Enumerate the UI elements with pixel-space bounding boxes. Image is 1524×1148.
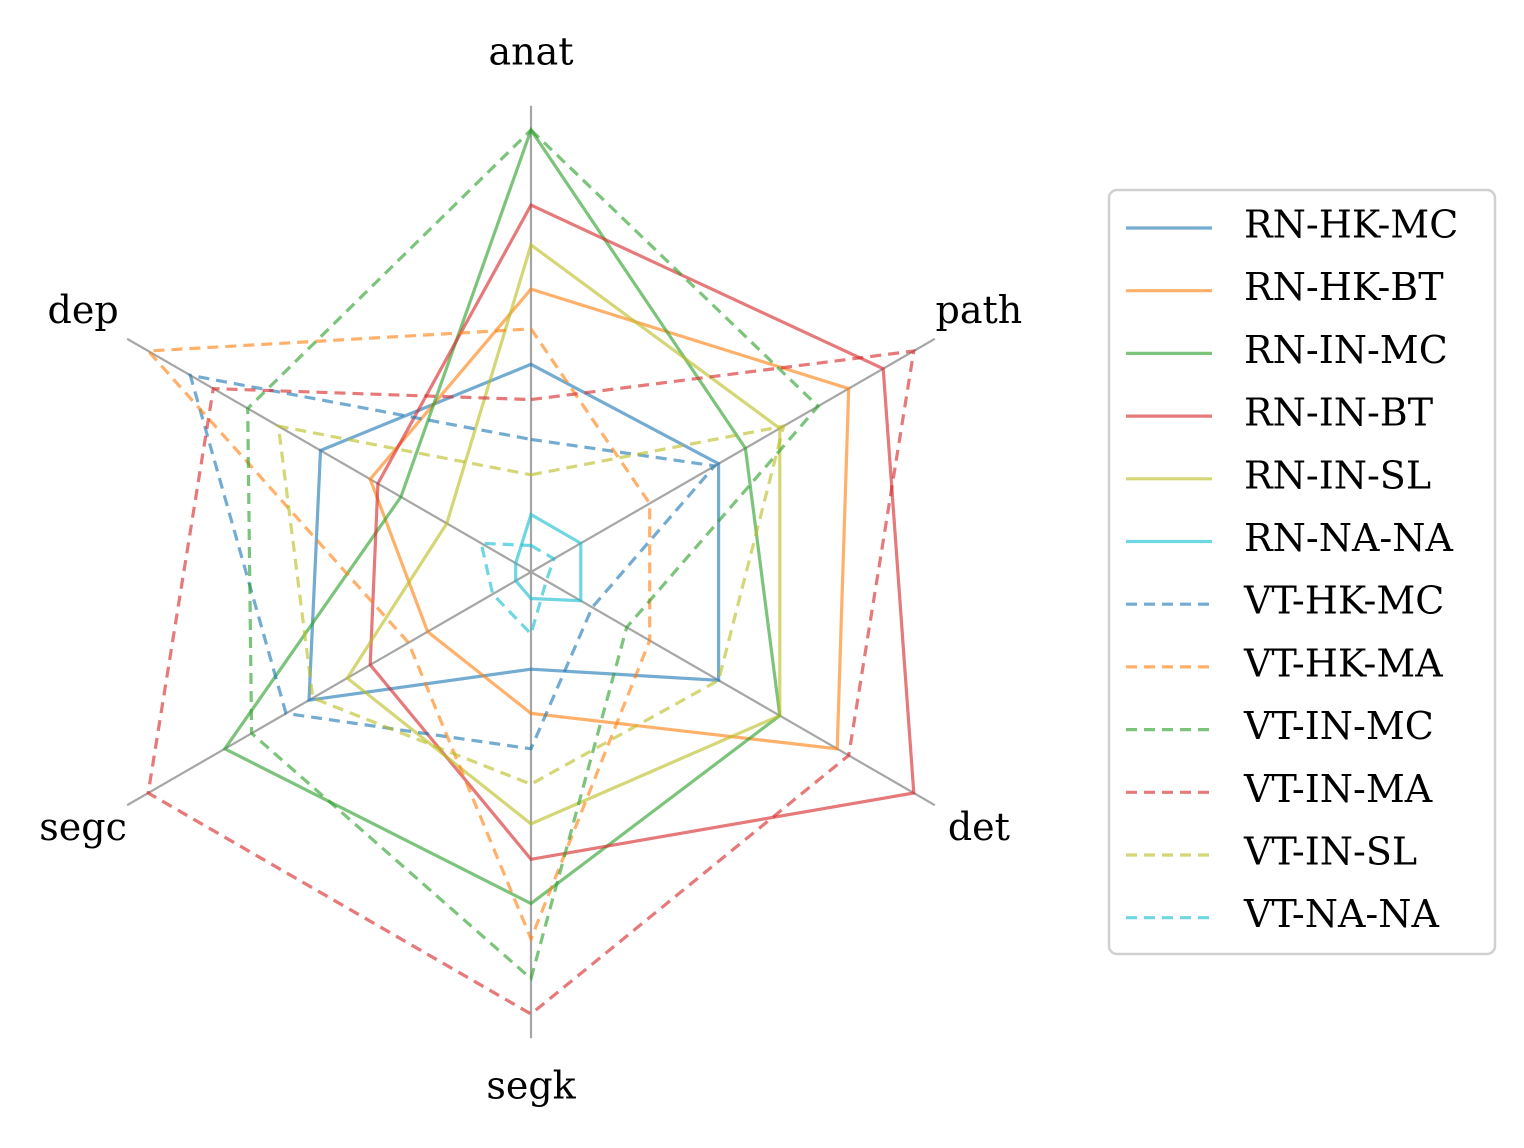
legend-label-rn-na-na: RN-NA-NA: [1244, 516, 1453, 560]
legend-item-rn-in-mc: RN-IN-MC: [1126, 328, 1448, 372]
series-rn-hk-mc: [307, 362, 721, 703]
axis-spoke-segc: [126, 571, 532, 807]
radar-axes: [126, 105, 936, 1039]
legend-label-rn-in-mc: RN-IN-MC: [1244, 328, 1448, 372]
legend-item-rn-hk-bt: RN-HK-BT: [1126, 265, 1444, 309]
legend-item-rn-in-bt: RN-IN-BT: [1126, 391, 1433, 435]
legend-label-rn-in-sl: RN-IN-SL: [1244, 453, 1431, 497]
axis-spoke-dep: [126, 337, 532, 573]
series-vt-hk-ma: [144, 327, 652, 944]
radar-series: [144, 126, 916, 1016]
axis-label-anat: anat: [488, 29, 573, 73]
legend-label-vt-hk-ma: VT-HK-MA: [1243, 641, 1443, 685]
legend-item-vt-hk-ma: VT-HK-MA: [1126, 641, 1443, 685]
series-vt-in-sl: [276, 424, 786, 786]
legend-label-rn-hk-mc: RN-HK-MC: [1244, 203, 1458, 247]
legend: RN-HK-MC RN-HK-BT RN-IN-MC RN-IN-BT RN-IN-SL…: [1107, 188, 1497, 956]
series-vt-in-ma: [146, 349, 916, 1016]
legend-label-rn-hk-bt: RN-HK-BT: [1244, 265, 1444, 309]
series-vt-in-mc: [246, 127, 821, 982]
legend-item-rn-in-sl: RN-IN-SL: [1126, 453, 1431, 497]
series-rn-hk-bt: [368, 287, 851, 751]
axis-labels: anat path det segk segc dep: [39, 29, 1022, 1107]
legend-label-vt-in-mc: VT-IN-MC: [1243, 704, 1434, 748]
axis-label-dep: dep: [48, 288, 119, 332]
series-vt-na-na: [479, 541, 556, 638]
legend-item-vt-in-ma: VT-IN-MA: [1126, 767, 1433, 811]
legend-item-rn-hk-mc: RN-HK-MC: [1126, 203, 1458, 247]
axis-spoke-det: [530, 571, 936, 807]
axis-spoke-path: [530, 337, 936, 573]
series-vt-hk-mc: [188, 373, 718, 751]
legend-label-vt-in-sl: VT-IN-SL: [1243, 830, 1417, 874]
axis-label-det: det: [948, 805, 1010, 849]
legend-item-rn-na-na: RN-NA-NA: [1126, 516, 1453, 560]
axis-label-segk: segk: [486, 1064, 576, 1108]
legend-frame: [1107, 188, 1497, 956]
series-rn-na-na: [514, 512, 583, 603]
legend-item-vt-in-sl: VT-IN-SL: [1126, 830, 1417, 874]
legend-label-vt-in-ma: VT-IN-MA: [1243, 767, 1433, 811]
axis-label-segc: segc: [39, 805, 127, 849]
legend-label-vt-hk-mc: VT-HK-MC: [1243, 579, 1444, 623]
legend-label-vt-na-na: VT-NA-NA: [1243, 892, 1440, 936]
series-rn-in-bt: [368, 203, 916, 862]
legend-item-vt-hk-mc: VT-HK-MC: [1126, 579, 1444, 623]
series-rn-in-mc: [222, 126, 782, 906]
legend-label-rn-in-bt: RN-IN-BT: [1244, 391, 1433, 435]
legend-item-vt-in-mc: VT-IN-MC: [1126, 704, 1434, 748]
legend-item-vt-na-na: VT-NA-NA: [1126, 892, 1440, 936]
axis-label-path: path: [936, 288, 1023, 332]
